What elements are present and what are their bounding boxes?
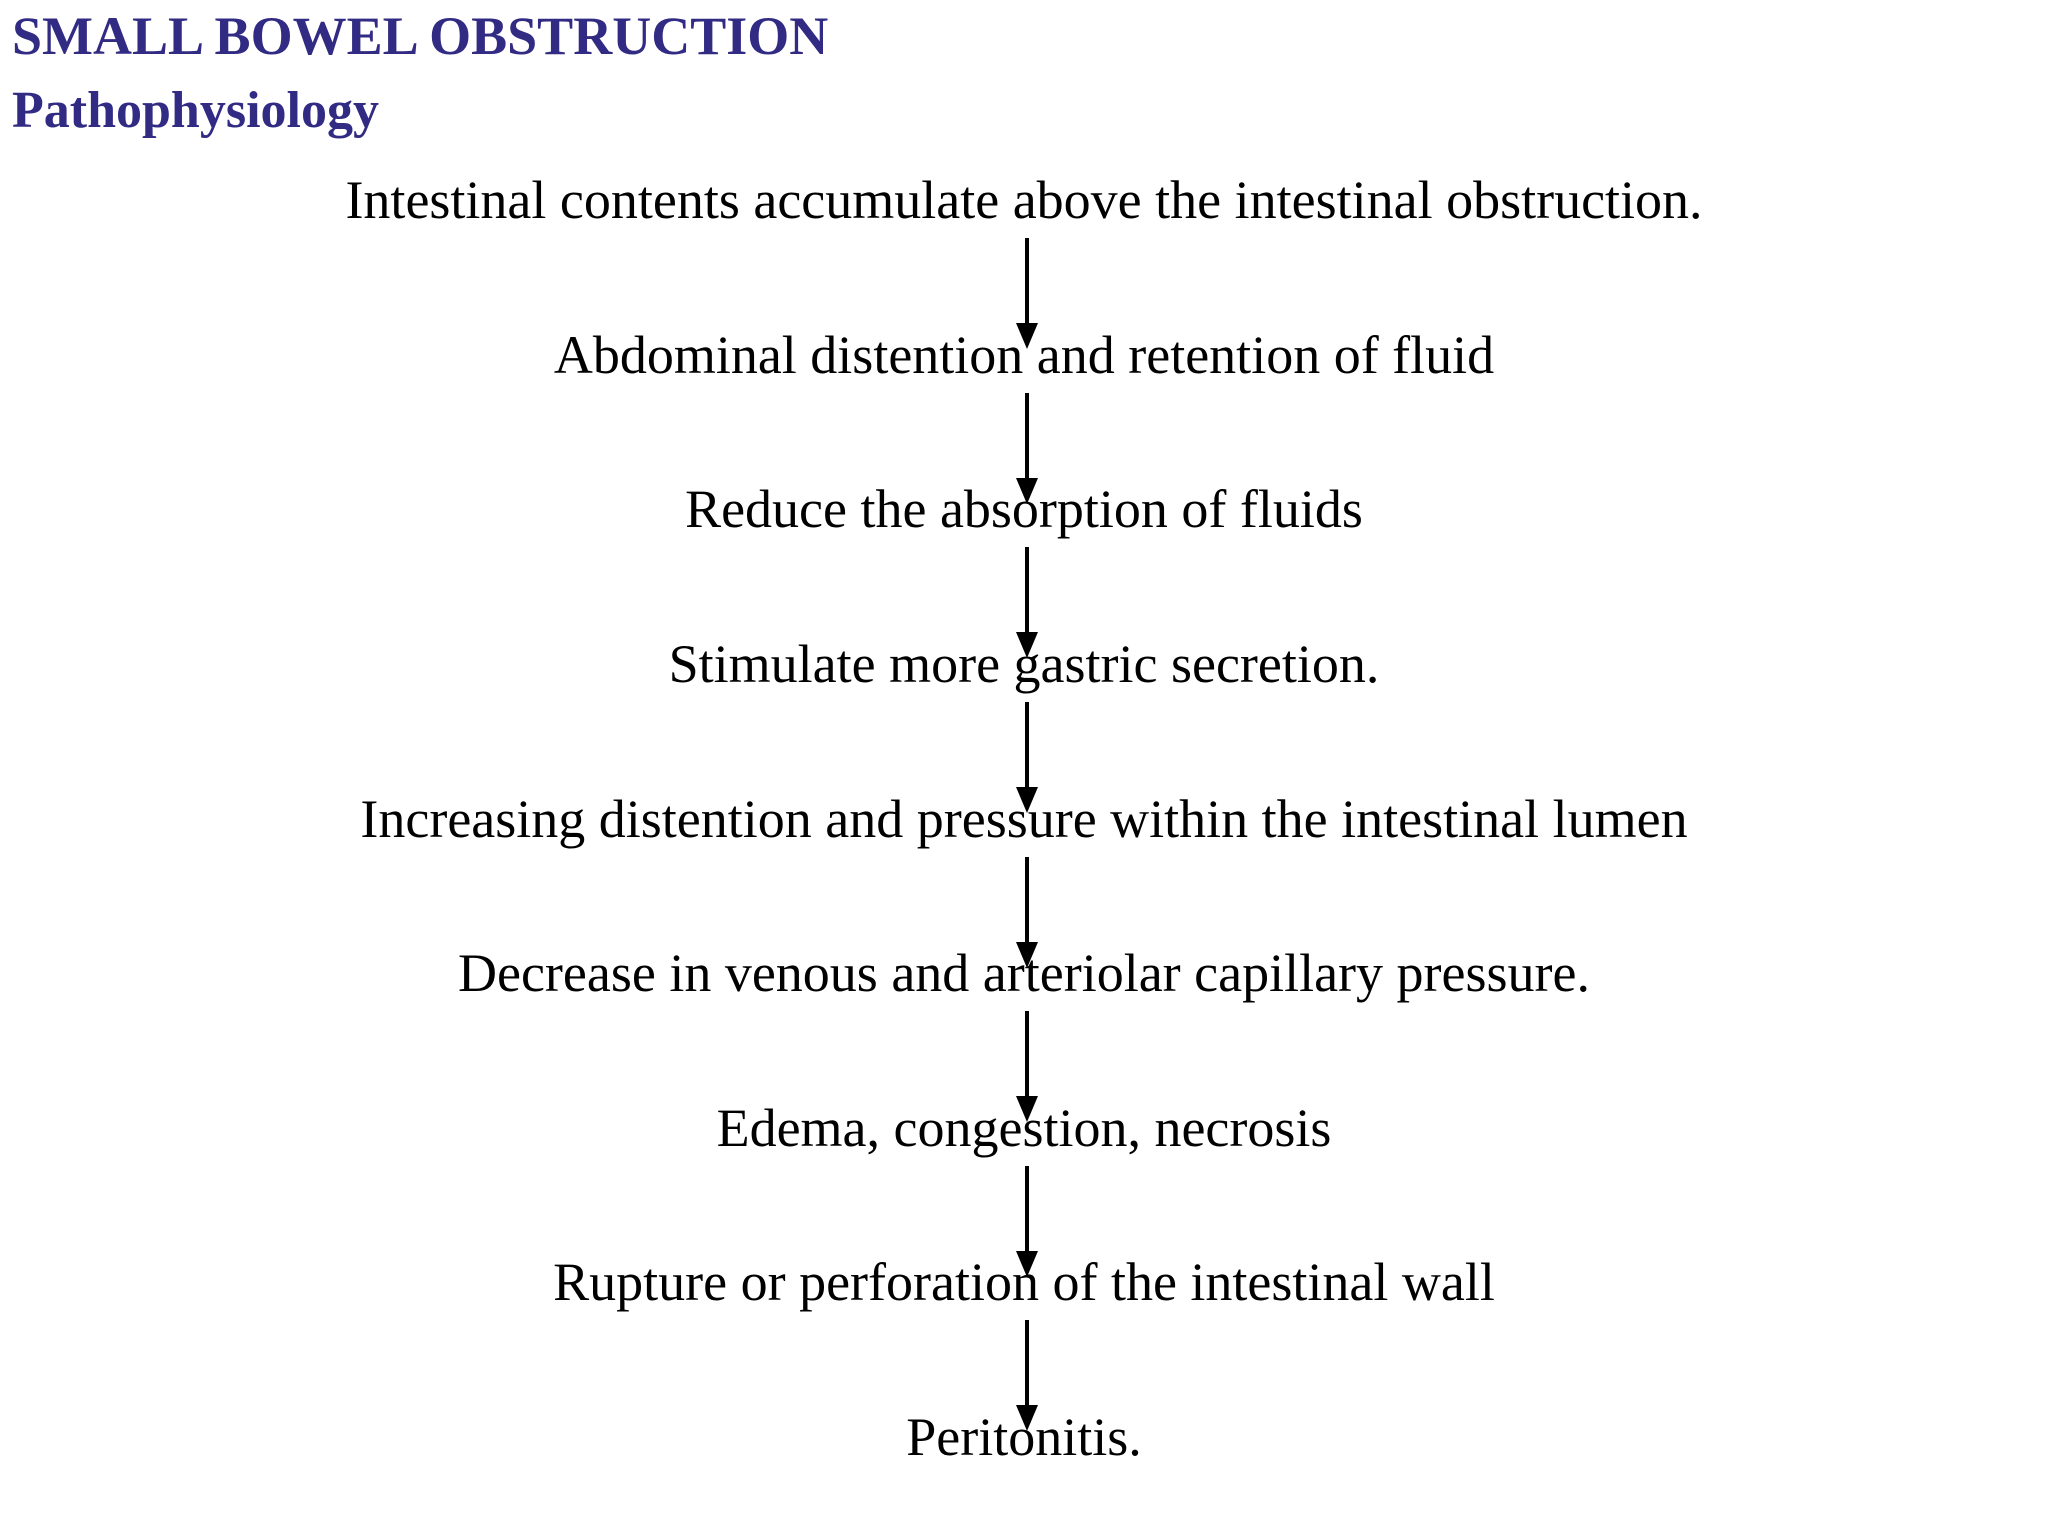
arrow-head-icon	[1016, 632, 1038, 658]
arrow-shaft	[1025, 238, 1029, 323]
down-arrow-icon-7	[1016, 1166, 1038, 1277]
slide-title: SMALL BOWEL OBSTRUCTION	[12, 6, 829, 66]
arrow-head-icon	[1016, 1405, 1038, 1431]
arrow-shaft	[1025, 857, 1029, 942]
arrow-shaft	[1025, 547, 1029, 632]
down-arrow-icon-5	[1016, 857, 1038, 968]
arrow-shaft	[1025, 1320, 1029, 1405]
arrow-head-icon	[1016, 1251, 1038, 1277]
arrow-head-icon	[1016, 478, 1038, 504]
arrow-shaft	[1025, 702, 1029, 787]
down-arrow-icon-3	[1016, 547, 1038, 658]
arrow-shaft	[1025, 1166, 1029, 1251]
arrow-head-icon	[1016, 787, 1038, 813]
slide-subtitle: Pathophysiology	[12, 82, 379, 139]
arrow-shaft	[1025, 393, 1029, 478]
down-arrow-icon-2	[1016, 393, 1038, 504]
arrow-head-icon	[1016, 1096, 1038, 1122]
down-arrow-icon-6	[1016, 1011, 1038, 1122]
down-arrow-icon-1	[1016, 238, 1038, 349]
arrow-shaft	[1025, 1011, 1029, 1096]
down-arrow-icon-4	[1016, 702, 1038, 813]
down-arrow-icon-8	[1016, 1320, 1038, 1431]
arrow-head-icon	[1016, 942, 1038, 968]
flow-step-1: Intestinal contents accumulate above the…	[345, 170, 1703, 230]
arrow-head-icon	[1016, 323, 1038, 349]
